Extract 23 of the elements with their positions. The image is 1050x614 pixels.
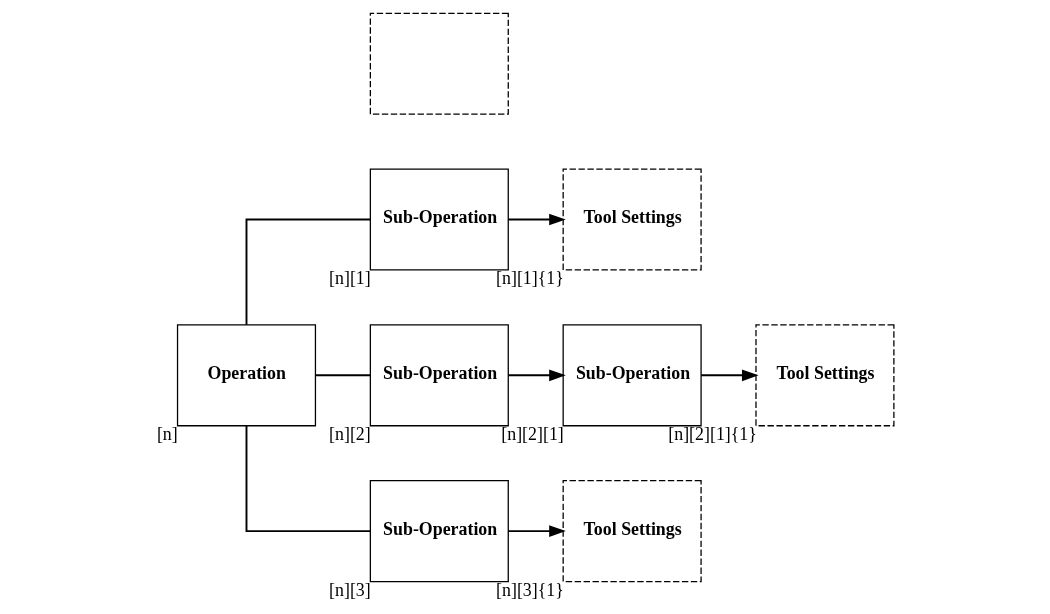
node-box bbox=[369, 12, 509, 115]
node-label: [n][2][1]{1} bbox=[667, 424, 757, 445]
node-box: Tool Settings bbox=[562, 168, 702, 271]
arrow bbox=[699, 369, 759, 382]
node-box: Tool Settings bbox=[754, 324, 895, 427]
arrow bbox=[506, 369, 566, 382]
connector bbox=[245, 424, 371, 533]
node-label: [n][3] bbox=[328, 579, 371, 600]
node-box: Tool Settings bbox=[562, 480, 702, 583]
node-box: Sub-Operation bbox=[369, 168, 509, 271]
node-box: Sub-Operation bbox=[369, 480, 509, 583]
arrow bbox=[506, 525, 566, 537]
node-box: Operation bbox=[176, 324, 316, 427]
node-box: Sub-Operation bbox=[369, 324, 509, 427]
node-box: Sub-Operation bbox=[562, 324, 702, 427]
node-label: [n][1] bbox=[328, 268, 371, 289]
node-label: [n][2][1] bbox=[500, 424, 564, 445]
node-label: [n][1]{1} bbox=[495, 268, 564, 289]
connector bbox=[245, 218, 371, 326]
arrow bbox=[506, 213, 566, 226]
node-label: [n][2] bbox=[328, 424, 371, 445]
node-label: [n] bbox=[156, 424, 178, 445]
connector bbox=[314, 374, 371, 377]
